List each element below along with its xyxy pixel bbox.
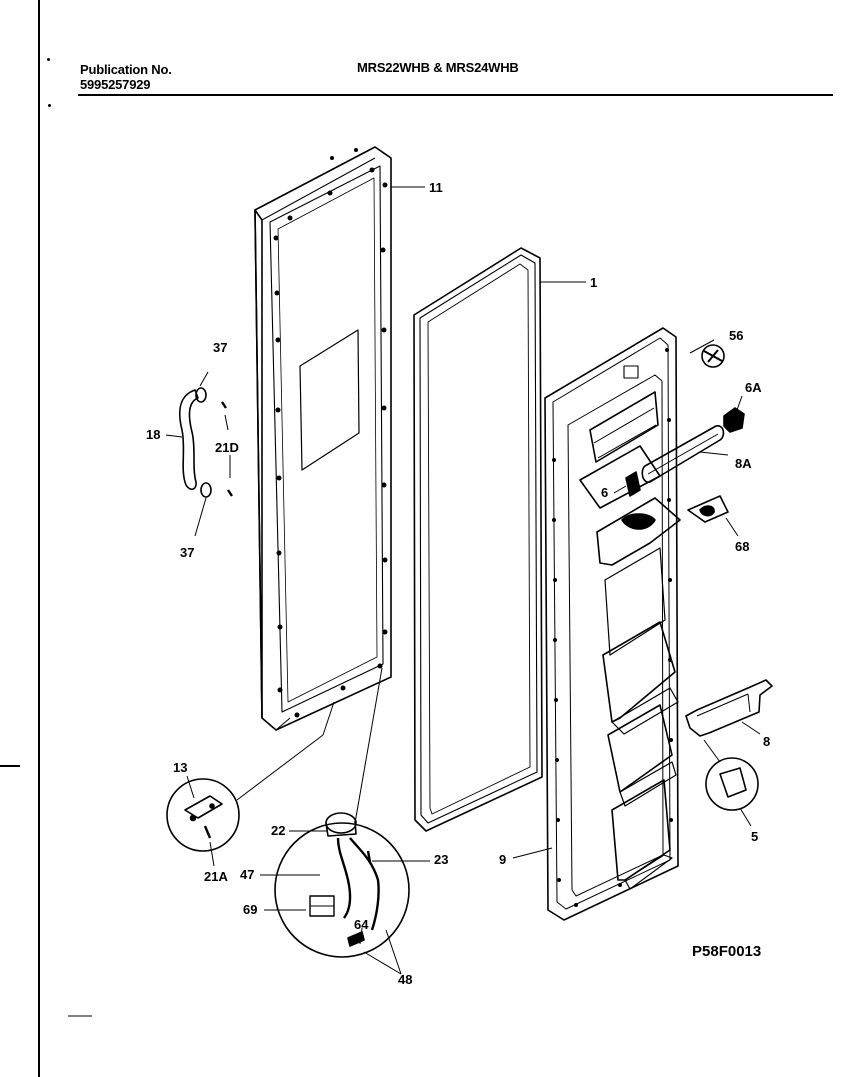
scan-mark — [48, 104, 51, 107]
door-panel — [254, 146, 392, 731]
callout-69: 69 — [243, 902, 257, 917]
callout-48: 48 — [398, 972, 412, 987]
leader-lines — [68, 186, 761, 1017]
callout-47: 47 — [240, 867, 254, 882]
liner-screw-holes — [552, 348, 673, 907]
callout-6A: 6A — [745, 380, 762, 395]
callout-23: 23 — [434, 852, 448, 867]
funnel-cup — [687, 495, 729, 523]
detail-circle-13 — [166, 701, 335, 852]
callout-37-top: 37 — [213, 340, 227, 355]
callout-8: 8 — [763, 734, 770, 749]
door-liner — [544, 327, 681, 921]
shelf-bar — [641, 425, 725, 483]
callout-9: 9 — [499, 852, 506, 867]
detail-circle-22 — [274, 667, 410, 958]
callout-8A: 8A — [735, 456, 752, 471]
shelf-retainer — [685, 679, 773, 737]
model-title: MRS22WHB & MRS24WHB — [357, 60, 519, 75]
detail-circle-5 — [703, 739, 759, 811]
callout-64: 64 — [354, 917, 369, 932]
callout-68: 68 — [735, 539, 749, 554]
scan-mark — [47, 58, 50, 61]
callout-6: 6 — [601, 485, 608, 500]
publication-label: Publication No. — [80, 62, 172, 77]
door-screw-holes — [273, 148, 388, 718]
door-gasket — [413, 247, 543, 832]
publication-number: 5995257929 — [80, 77, 151, 92]
callout-37-bottom: 37 — [180, 545, 194, 560]
callout-18: 18 — [146, 427, 160, 442]
callout-11: 11 — [429, 180, 443, 195]
callout-5: 5 — [751, 829, 758, 844]
door-handle — [179, 387, 233, 498]
callout-56: 56 — [729, 328, 743, 343]
callout-labels: 11 1 56 37 6A 18 21D 8A 6 37 68 8 13 5 2… — [146, 180, 770, 987]
callout-21A: 21A — [204, 869, 228, 884]
callout-1: 1 — [590, 275, 597, 290]
bracket — [625, 471, 641, 497]
screw-head — [701, 344, 725, 368]
header-rule — [78, 94, 833, 96]
diagram-code: P58F0013 — [692, 943, 761, 960]
callout-22: 22 — [271, 823, 285, 838]
callout-21D: 21D — [215, 440, 239, 455]
callout-13: 13 — [173, 760, 187, 775]
page-frame — [38, 0, 864, 1077]
clip — [723, 407, 745, 433]
